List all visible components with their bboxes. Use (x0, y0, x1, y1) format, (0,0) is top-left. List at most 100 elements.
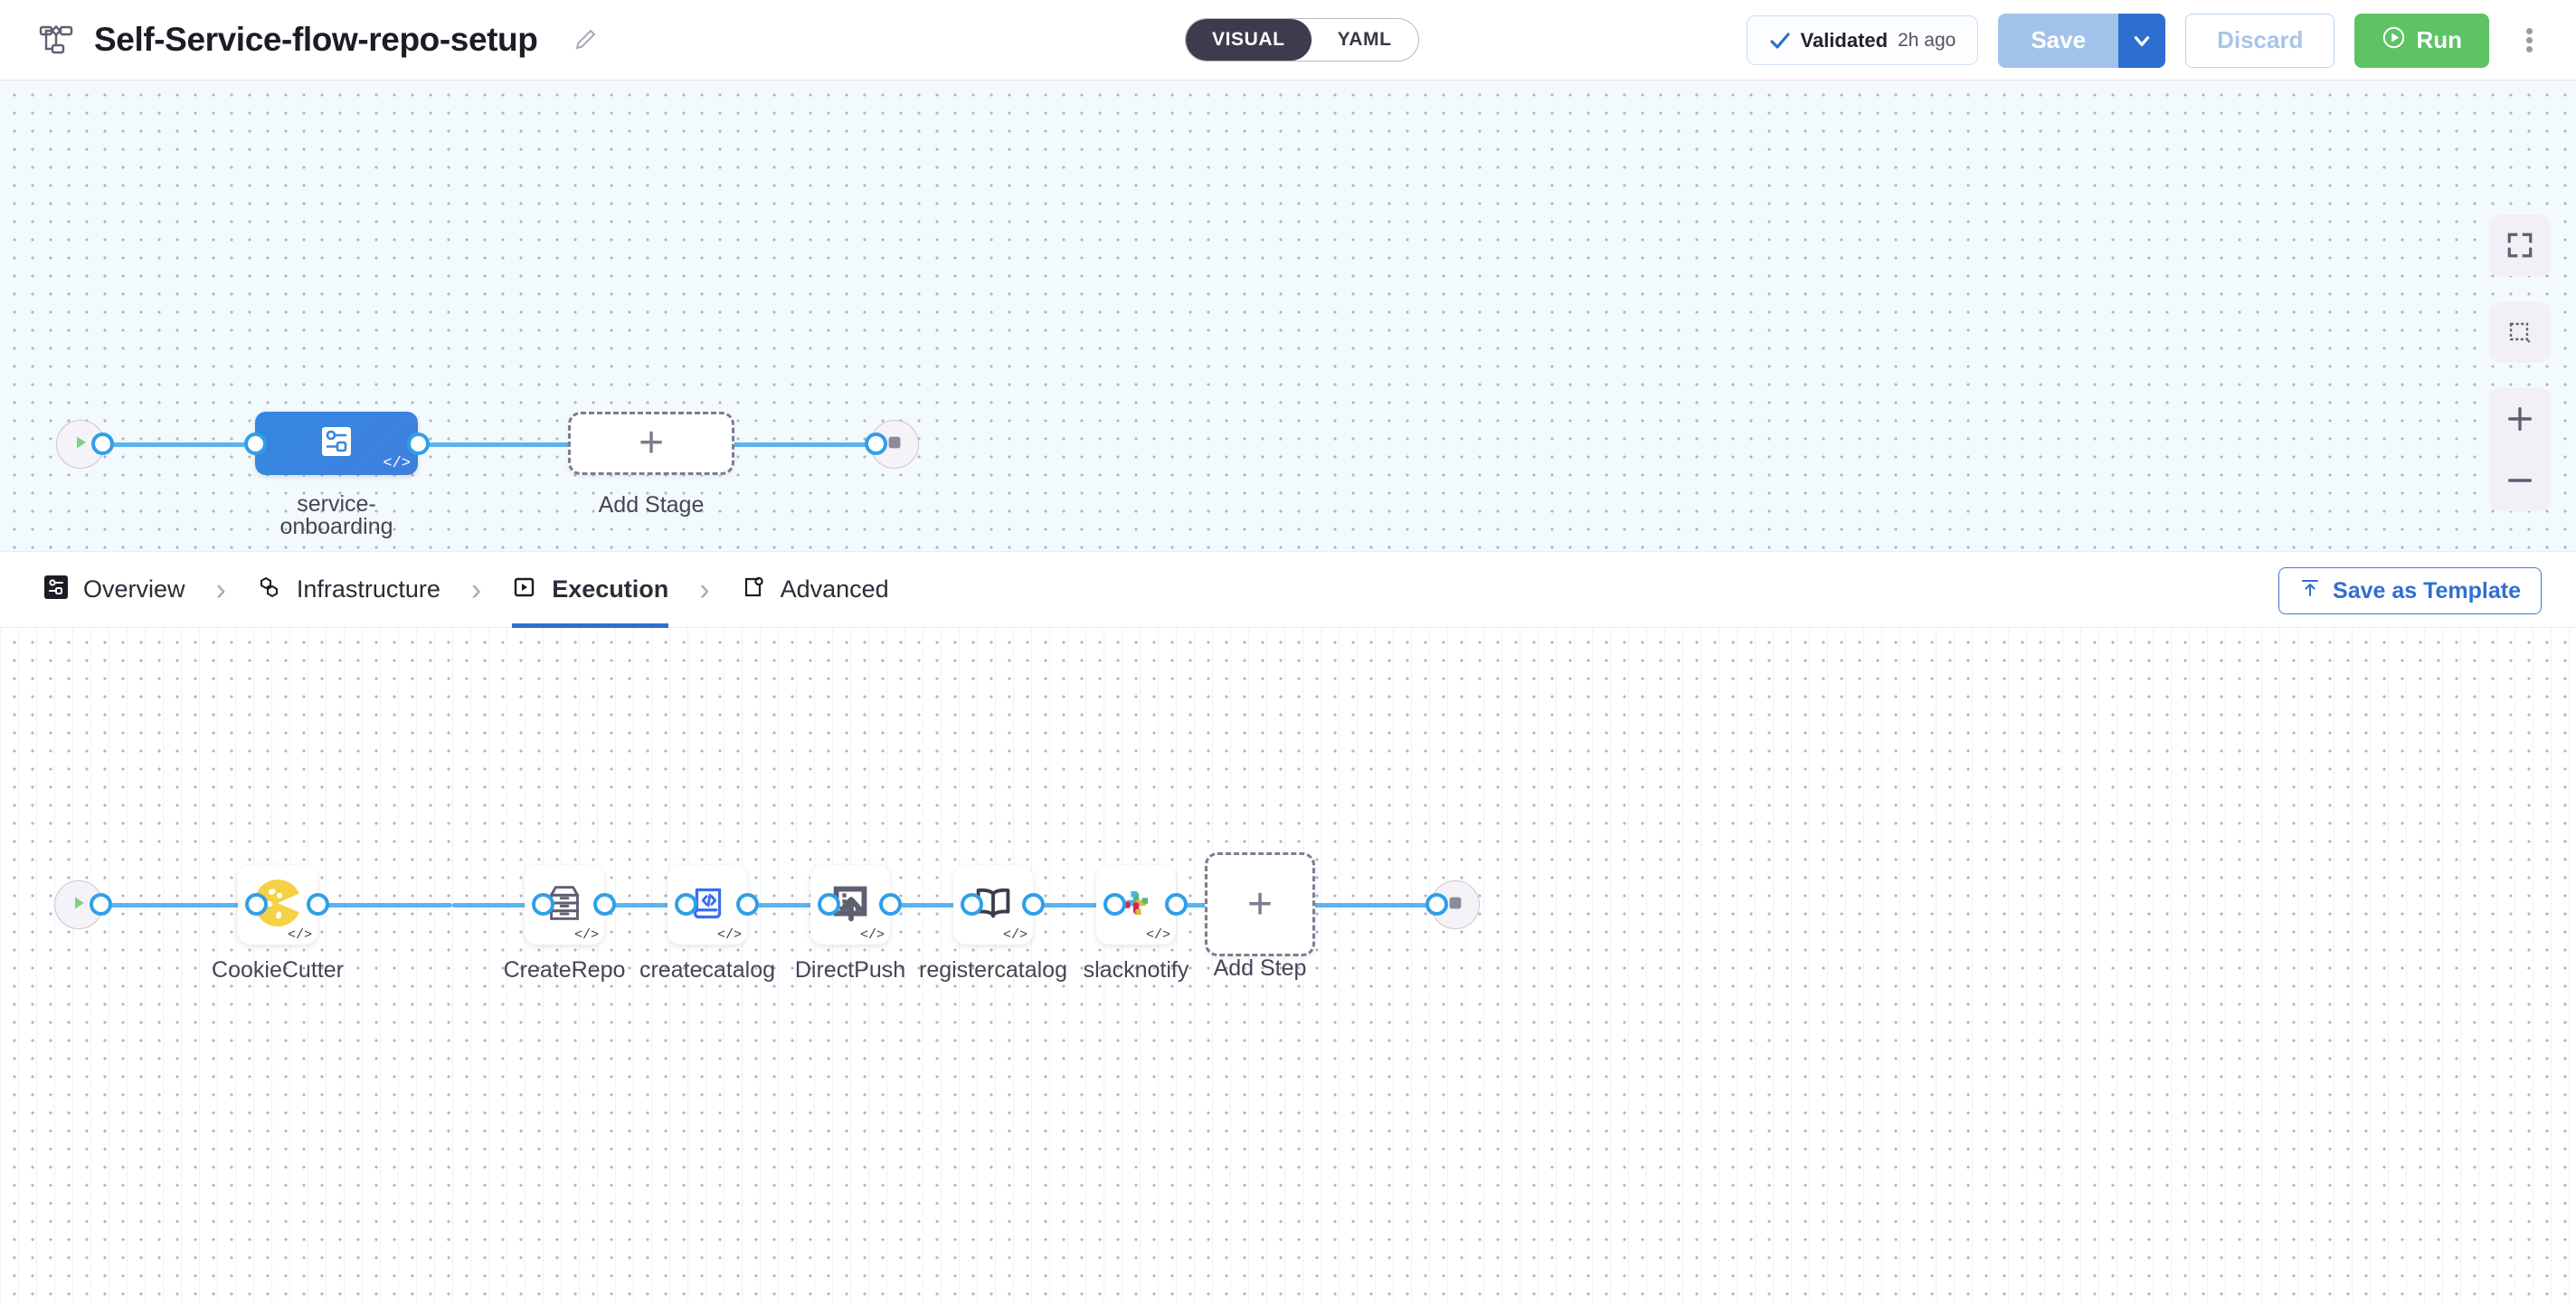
plus-icon: + (1246, 879, 1274, 928)
edge-step-1-to-2 (308, 903, 452, 908)
add-stage-label: Add Stage (598, 492, 705, 518)
stop-icon (1445, 893, 1465, 917)
tab-execution-label: Execution (552, 575, 669, 603)
run-label: Run (2416, 26, 2462, 53)
section-tabs: Overview › Infrastructure › Execution › (0, 551, 2576, 628)
tab-execution[interactable]: Execution (512, 551, 669, 628)
header-left-group: Self-Service-flow-repo-setup (0, 21, 599, 59)
app-header: Self-Service-flow-repo-setup VISUAL YAML… (0, 0, 2576, 81)
tab-overview-label: Overview (83, 575, 185, 603)
fit-to-screen-button[interactable] (2489, 214, 2551, 276)
pipeline-flow-icon (38, 22, 74, 58)
connector-dot-cookiecutter-out[interactable] (307, 893, 329, 916)
zoom-controls (2489, 388, 2551, 511)
tab-separator: › (215, 572, 226, 607)
validated-timestamp: 2h ago (1898, 29, 1956, 51)
zoom-out-button[interactable] (2489, 450, 2551, 511)
tab-separator: › (699, 572, 710, 607)
save-button[interactable]: Save (1998, 13, 2119, 68)
code-badge: </> (1145, 927, 1170, 943)
connector-dot-directpush-out[interactable] (879, 893, 902, 916)
save-as-template-label: Save as Template (2333, 577, 2521, 603)
pencil-edit-icon[interactable] (572, 26, 599, 53)
check-icon (1769, 30, 1791, 52)
add-step-button[interactable]: + (1205, 852, 1315, 956)
connector-dot-createcatalog-in[interactable] (675, 893, 697, 916)
validated-label: Validated (1800, 28, 1889, 52)
infrastructure-icon (257, 575, 282, 604)
tab-overview[interactable]: Overview (43, 551, 185, 628)
edge-start-to-stage (90, 442, 253, 447)
code-badge: </> (383, 455, 411, 472)
toggle-visual[interactable]: VISUAL (1186, 19, 1312, 61)
toggle-yaml[interactable]: YAML (1337, 29, 1392, 50)
overview-icon (43, 575, 69, 604)
step-label-slacknotify: slacknotify (1083, 957, 1189, 983)
edge-addstage-to-end (715, 442, 877, 447)
code-badge: </> (573, 927, 599, 943)
connector-dot-cookiecutter-in[interactable] (245, 893, 268, 916)
stage-node-service-onboarding[interactable]: </> (255, 412, 418, 475)
code-badge: </> (716, 927, 742, 943)
step-label-createcatalog: createcatalog (639, 957, 776, 983)
connector-dot-createrepo-out[interactable] (593, 893, 616, 916)
edge-addstep-to-end (1266, 903, 1438, 908)
connector-dot-end[interactable] (865, 432, 887, 455)
play-circle-icon (2382, 25, 2406, 56)
step-label-cookiecutter: CookieCutter (212, 957, 344, 983)
template-upload-icon (2299, 577, 2321, 605)
connector-dot-stage-in[interactable] (244, 432, 267, 455)
kebab-menu-icon[interactable] (2509, 14, 2549, 68)
connector-dot-createrepo-in[interactable] (532, 893, 554, 916)
save-button-group[interactable]: Save (1998, 13, 2166, 68)
add-step-label: Add Step (1213, 955, 1307, 981)
tab-infrastructure[interactable]: Infrastructure (257, 551, 440, 628)
tab-advanced-label: Advanced (780, 575, 889, 603)
play-icon (68, 892, 90, 918)
play-icon (70, 432, 91, 458)
page-title: Self-Service-flow-repo-setup (94, 21, 538, 58)
tab-infrastructure-label: Infrastructure (296, 575, 440, 603)
code-badge: </> (1002, 927, 1028, 943)
connector-dot-slacknotify-in[interactable] (1103, 893, 1126, 916)
run-button[interactable]: Run (2354, 13, 2489, 68)
execution-play-icon (512, 575, 537, 604)
advanced-gear-icon (741, 575, 766, 604)
code-badge: </> (859, 927, 885, 943)
canvas-controls (2489, 214, 2551, 511)
step-label-directpush: DirectPush (794, 957, 906, 983)
connector-dot-stage-out[interactable] (407, 432, 430, 455)
slack-icon (1113, 879, 1160, 931)
tab-separator: › (470, 572, 482, 607)
cookiecutter-icon (251, 877, 304, 934)
header-actions: Validated 2h ago Save Discard Run (1746, 0, 2550, 81)
tab-advanced[interactable]: Advanced (741, 551, 889, 628)
status-badge: Validated 2h ago (1746, 15, 1979, 65)
connector-dot-start[interactable] (91, 432, 114, 455)
pipeline-stage-icon (317, 422, 356, 466)
zoom-in-button[interactable] (2489, 388, 2551, 450)
connector-dot-directpush-in[interactable] (818, 893, 840, 916)
stage-canvas[interactable]: </> service- onboarding + Add Stage (0, 81, 2576, 551)
step-label-registercatalog: registercatalog (919, 957, 1067, 983)
step-label-createrepo: CreateRepo (503, 957, 626, 983)
stage-node-label: service- onboarding (279, 491, 393, 539)
connector-dot-step-end[interactable] (1425, 893, 1448, 916)
view-mode-toggle[interactable]: VISUAL YAML (1185, 18, 1419, 62)
connector-dot-slacknotify-out[interactable] (1165, 893, 1188, 916)
discard-button[interactable]: Discard (2185, 13, 2335, 68)
connector-dot-registercatalog-out[interactable] (1022, 893, 1045, 916)
connector-dot-createcatalog-out[interactable] (736, 893, 759, 916)
edge-start-to-step-1 (89, 903, 256, 908)
steps-canvas[interactable]: </> CookieCutter </> CreateRepo </> (0, 628, 2576, 1302)
marquee-select-button[interactable] (2489, 301, 2551, 363)
save-as-template-button[interactable]: Save as Template (2278, 567, 2542, 614)
connector-dot-registercatalog-in[interactable] (961, 893, 983, 916)
stop-icon (885, 432, 904, 457)
connector-dot-step-start[interactable] (90, 893, 112, 916)
plus-icon: + (638, 419, 665, 467)
edge-stage-to-addstage (398, 442, 579, 447)
chevron-down-icon[interactable] (2118, 13, 2166, 68)
add-stage-button[interactable]: + (568, 412, 734, 475)
code-badge: </> (287, 927, 312, 943)
